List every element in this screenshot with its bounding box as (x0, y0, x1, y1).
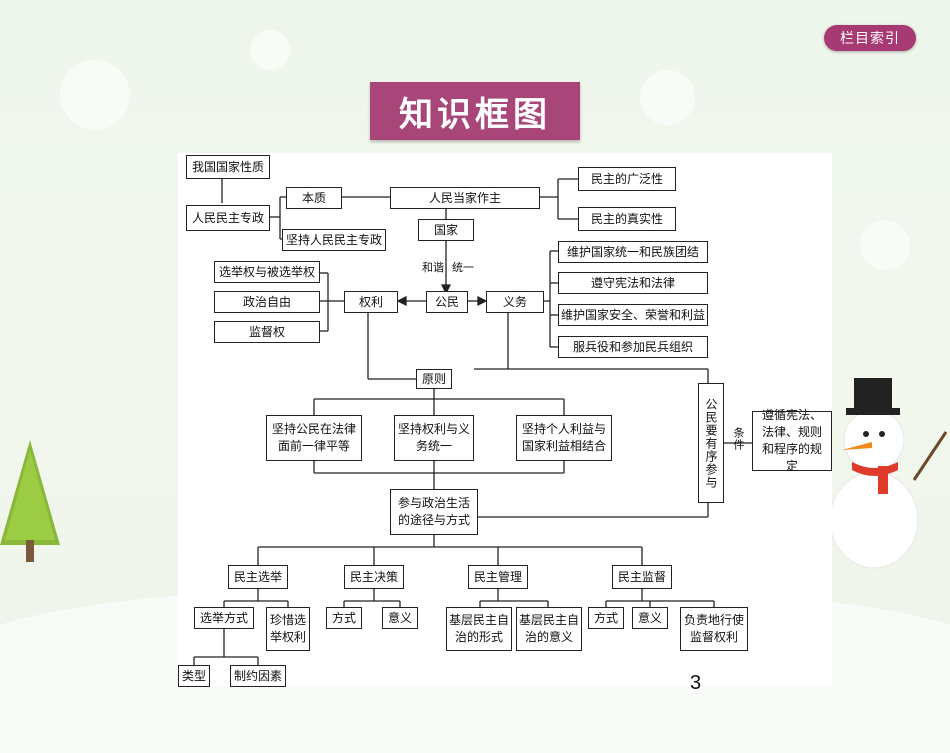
box-autonomy-form: 基层民主自治的形式 (446, 607, 512, 651)
box-supervision-meaning: 意义 (632, 607, 668, 629)
box-duties: 义务 (486, 291, 544, 313)
box-autonomy-meaning: 基层民主自治的意义 (516, 607, 582, 651)
box-duty-constitution: 遵守宪法和法律 (558, 272, 708, 294)
box-condition: 遵循宪法、法律、规则和程序的规定 (752, 408, 832, 473)
box-democratic-decision: 民主决策 (344, 565, 404, 589)
box-principle-rights-duties: 坚持权利与义务统一 (394, 415, 474, 461)
box-rights: 权利 (344, 291, 398, 313)
box-right-political-freedom: 政治自由 (214, 291, 320, 313)
box-principle-interests: 坚持个人利益与国家利益相结合 (516, 415, 612, 461)
box-essence: 本质 (286, 187, 342, 209)
box-supervision-method: 方式 (588, 607, 624, 629)
box-election-constraints: 制约因素 (230, 665, 286, 687)
bg-bokeh (640, 70, 695, 125)
box-state-nature: 我国国家性质 (186, 155, 270, 179)
bg-bokeh (860, 220, 910, 270)
box-breadth: 民主的广泛性 (578, 167, 676, 191)
tree-icon (0, 440, 60, 562)
label-harmony: 和谐 (422, 261, 444, 274)
box-election-type: 类型 (178, 665, 210, 687)
bg-bokeh (60, 60, 130, 130)
label-unity: 统一 (452, 261, 474, 274)
box-election-method: 选举方式 (194, 607, 254, 629)
box-authenticity: 民主的真实性 (578, 207, 676, 231)
page-title: 知识框图 (370, 82, 580, 140)
label-condition: 条件 (732, 427, 745, 451)
box-duty-unity: 维护国家统一和民族团结 (558, 241, 708, 263)
box-orderly-participation: 公民要有序参与 (698, 383, 724, 503)
page-number: 3 (690, 672, 702, 694)
box-right-election: 选举权与被选举权 (214, 261, 320, 283)
box-decision-method: 方式 (326, 607, 362, 629)
box-democratic-management: 民主管理 (468, 565, 528, 589)
box-principle: 原则 (416, 369, 452, 389)
box-principle-equality: 坚持公民在法律面前一律平等 (266, 415, 362, 461)
snowman-icon (829, 378, 948, 569)
box-responsible-supervision: 负责地行使监督权利 (680, 607, 748, 651)
box-uphold-dictatorship: 坚持人民民主专政 (282, 229, 386, 251)
box-duty-security: 维护国家安全、荣誉和利益 (558, 304, 708, 326)
box-decision-meaning: 意义 (382, 607, 418, 629)
box-right-supervision: 监督权 (214, 321, 320, 343)
box-people-master: 人民当家作主 (390, 187, 540, 209)
connector-lines (193, 178, 752, 665)
box-duty-military: 服兵役和参加民兵组织 (558, 336, 708, 358)
box-cherish-election: 珍惜选举权利 (266, 607, 310, 651)
box-citizen: 公民 (426, 291, 468, 313)
knowledge-diagram: 我国国家性质 人民民主专政 本质 坚持人民民主专政 人民当家作主 民主的广泛性 … (178, 153, 832, 687)
nav-index-button[interactable]: 栏目索引 (824, 25, 916, 51)
bg-bokeh (250, 30, 290, 70)
box-participation-ways: 参与政治生活的途径与方式 (390, 489, 478, 535)
box-state: 国家 (418, 219, 474, 241)
box-dictatorship: 人民民主专政 (186, 205, 270, 231)
box-democratic-election: 民主选举 (228, 565, 288, 589)
box-democratic-supervision: 民主监督 (612, 565, 672, 589)
